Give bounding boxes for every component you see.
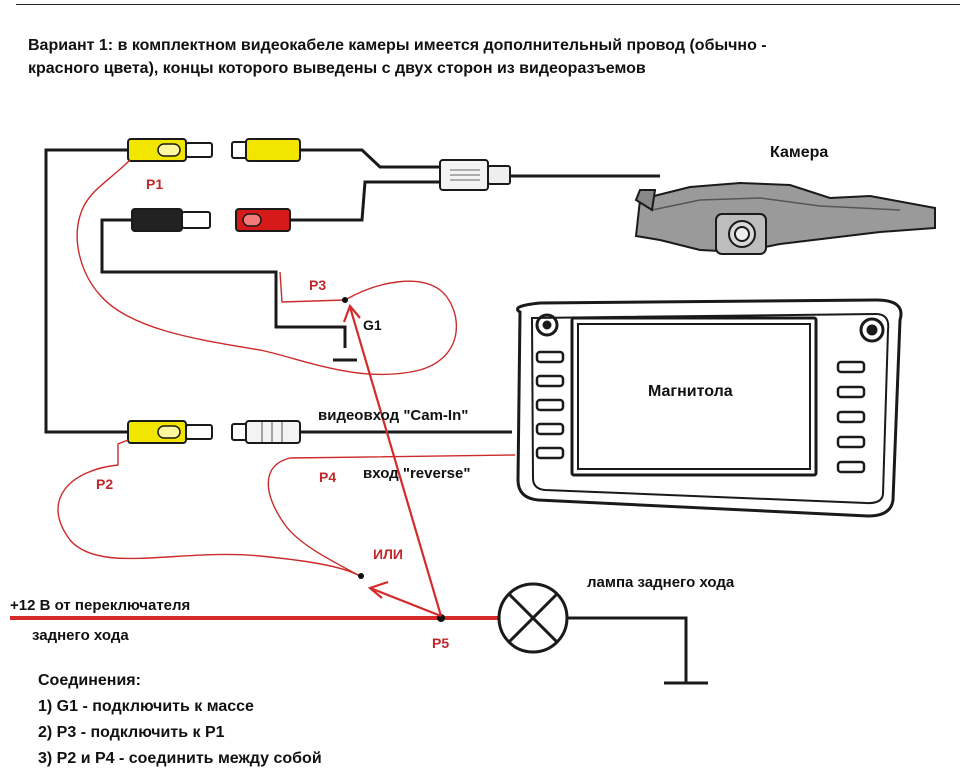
p3-connection-point [342,297,348,303]
radio-buttons-right [836,360,866,474]
rca-yellow-plug-p1 [127,138,213,162]
label-p2: P2 [96,476,113,492]
heading-line-2: красного цвета), концы которого выведены… [28,60,646,77]
rca-red-socket [235,208,291,232]
label-power-2: заднего хода [32,627,129,644]
radio-knob-left [535,313,559,337]
ground-wire [100,218,347,348]
connection-item-2: 2) P3 - подключить к P1 [38,724,225,741]
lamp-ground-wire [567,616,708,685]
radio-label: Магнитола [648,383,733,400]
label-p5: P5 [432,635,449,651]
label-p1: P1 [146,176,163,192]
red-wire-p3 [279,271,346,303]
head-unit [516,298,903,518]
p4-alt-connection-point [358,573,364,579]
rca-black-plug [131,208,211,232]
radio-buttons-left [535,350,565,460]
label-power-1: +12 В от переключателя [10,597,190,614]
heading-line-1: Вариант 1: в комплектном видеокабеле кам… [28,37,767,54]
camera-cable [44,148,660,434]
label-p3: P3 [309,277,326,293]
connections-title: Соединения: [38,672,141,689]
red-wire-p1-loop [76,159,457,376]
red-wire-p4 [267,454,516,577]
label-g1: G1 [363,317,382,333]
radio-knob-right [859,317,885,343]
label-lamp: лампа заднего хода [587,574,735,591]
cable-top-branch [300,148,440,169]
label-or: ИЛИ [373,546,403,562]
connection-item-3: 3) P2 и P4 - соединить между собой [38,750,322,767]
rca-yellow-socket-top [231,138,301,162]
red-wire-p2-loop [57,439,361,577]
connections-list: Соединения: 1) G1 - подключить к массе 2… [38,668,322,772]
arrow-p5-to-p4 [369,586,442,618]
camera-label: Камера [770,144,828,161]
reverse-lamp [497,582,569,654]
top-border-line [16,4,960,5]
label-p4: P4 [319,469,336,485]
camera-unit [634,181,936,255]
power-line [10,614,500,622]
label-video-in: видеовход "Cam-In" [318,407,468,424]
connection-item-1: 1) G1 - подключить к массе [38,698,254,715]
rca-yellow-plug-p2 [127,420,213,444]
variant-heading: Вариант 1: в комплектном видеокабеле кам… [28,34,928,80]
cable-red-branch [290,180,440,222]
red-wires [57,159,516,577]
label-reverse-in: вход "reverse" [363,465,470,482]
rca-white-socket-radio [231,420,301,444]
cable-splitter-connector [439,159,511,191]
arrow-p5-to-p3 [348,306,443,617]
red-arrows [342,303,443,618]
cable-left-loop [44,148,128,434]
